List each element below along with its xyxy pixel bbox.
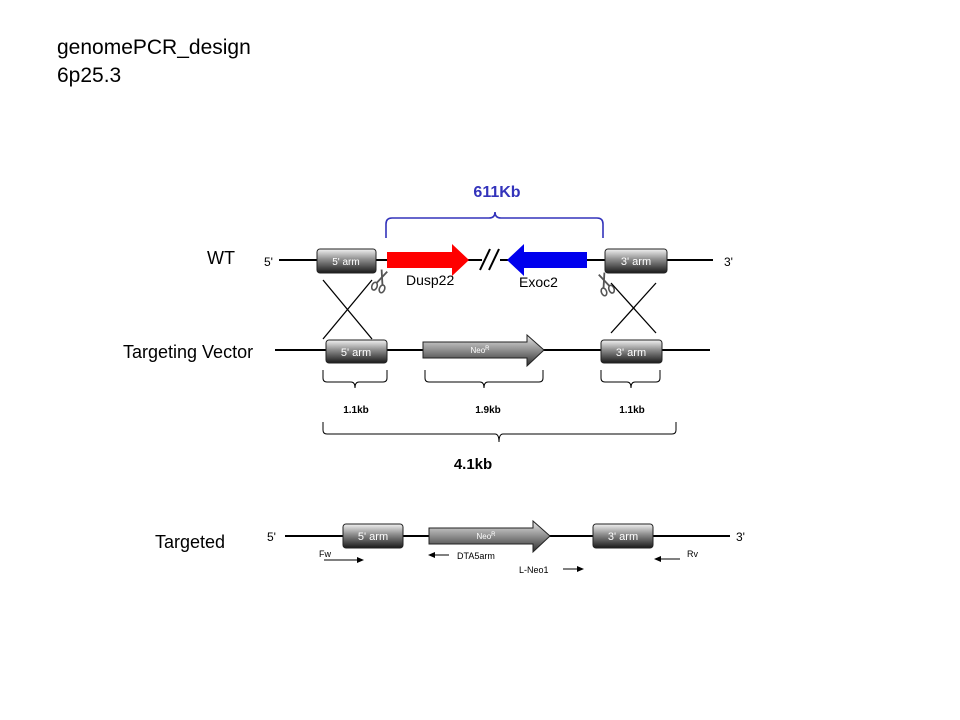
vector-neo-cassette: NeoR — [422, 333, 545, 368]
wt-row: WT 5' 3' 5' arm 3' arm Dusp22 Exoc2 — [207, 244, 733, 297]
title-line-2: 6p25.3 — [57, 64, 122, 87]
vector-neo-label: NeoR — [470, 346, 490, 355]
vector-3arm-label: 3' arm — [616, 347, 646, 359]
targeted-neo-cassette: NeoR — [428, 519, 551, 554]
primer-fw-label: Fw — [319, 549, 331, 559]
primer-dta5arm-label: DTA5arm — [457, 551, 495, 561]
left-arrowhead-icon — [428, 552, 435, 558]
primer-lneo1: L-Neo1 — [519, 565, 584, 575]
targeted-label: Targeted — [155, 532, 225, 552]
targeted-3prime-label: 3' — [736, 530, 745, 544]
right-arrowhead-icon — [357, 557, 364, 563]
right-arrowhead-icon — [577, 566, 584, 572]
targeted-5arm-box: 5' arm — [342, 523, 404, 549]
title-line-1: genomePCR_design — [57, 36, 251, 59]
size-bracket-total: 4.1kb — [322, 422, 677, 473]
crossover-5arm — [322, 279, 373, 340]
vector-3arm-box: 3' arm — [600, 339, 663, 364]
size-bracket-cassette: 1.9kb — [424, 370, 544, 416]
exoc2-gene-arrow — [507, 244, 587, 276]
targeted-3arm-box: 3' arm — [592, 523, 654, 549]
span-label: 611Kb — [473, 184, 520, 201]
vector-label: Targeting Vector — [123, 342, 253, 362]
dusp22-gene-arrow — [387, 244, 469, 276]
wt-5arm-label: 5' arm — [332, 257, 359, 268]
size-bracket-3arm: 1.1kb — [600, 370, 661, 416]
wt-label: WT — [207, 248, 235, 268]
size-cassette-label: 1.9kb — [475, 405, 501, 416]
primer-dta5arm: DTA5arm — [428, 551, 495, 561]
vector-5arm-box: 5' arm — [325, 339, 388, 364]
targeted-row: Targeted 5' 3' 5' arm NeoR 3' arm Fw DTA… — [155, 519, 745, 575]
left-arrowhead-icon — [654, 556, 661, 562]
size-bracket-5arm: 1.1kb — [322, 370, 388, 416]
wt-3arm-box: 3' arm — [604, 248, 668, 274]
size-3arm-label: 1.1kb — [619, 405, 645, 416]
break-mark — [479, 247, 500, 273]
scissors-icon — [598, 272, 616, 297]
primer-fw: Fw — [319, 549, 364, 563]
crossover-3arm — [610, 282, 657, 334]
exoc2-label: Exoc2 — [519, 274, 558, 290]
targeted-5prime-label: 5' — [267, 530, 276, 544]
page-title: genomePCR_design 6p25.3 — [57, 34, 251, 90]
primer-lneo1-label: L-Neo1 — [519, 565, 549, 575]
targeted-5arm-label: 5' arm — [358, 531, 388, 543]
size-5arm-label: 1.1kb — [343, 405, 369, 416]
targeted-3arm-label: 3' arm — [608, 531, 638, 543]
primer-rv-label: Rv — [687, 549, 698, 559]
wt-5prime-label: 5' — [264, 255, 273, 269]
targeted-neo-label: NeoR — [476, 532, 496, 541]
wt-3prime-label: 3' — [724, 255, 733, 269]
vector-row: Targeting Vector 5' arm NeoR 3' arm 1.1k… — [123, 333, 710, 473]
dusp22-label: Dusp22 — [406, 272, 454, 288]
primer-rv: Rv — [654, 549, 698, 562]
wt-5arm-box: 5' arm — [316, 248, 377, 274]
wt-3arm-label: 3' arm — [621, 256, 651, 268]
span-bracket: 611Kb — [385, 184, 604, 238]
scissors-icon — [370, 269, 388, 294]
size-total-label: 4.1kb — [454, 456, 492, 473]
vector-5arm-label: 5' arm — [341, 347, 371, 359]
